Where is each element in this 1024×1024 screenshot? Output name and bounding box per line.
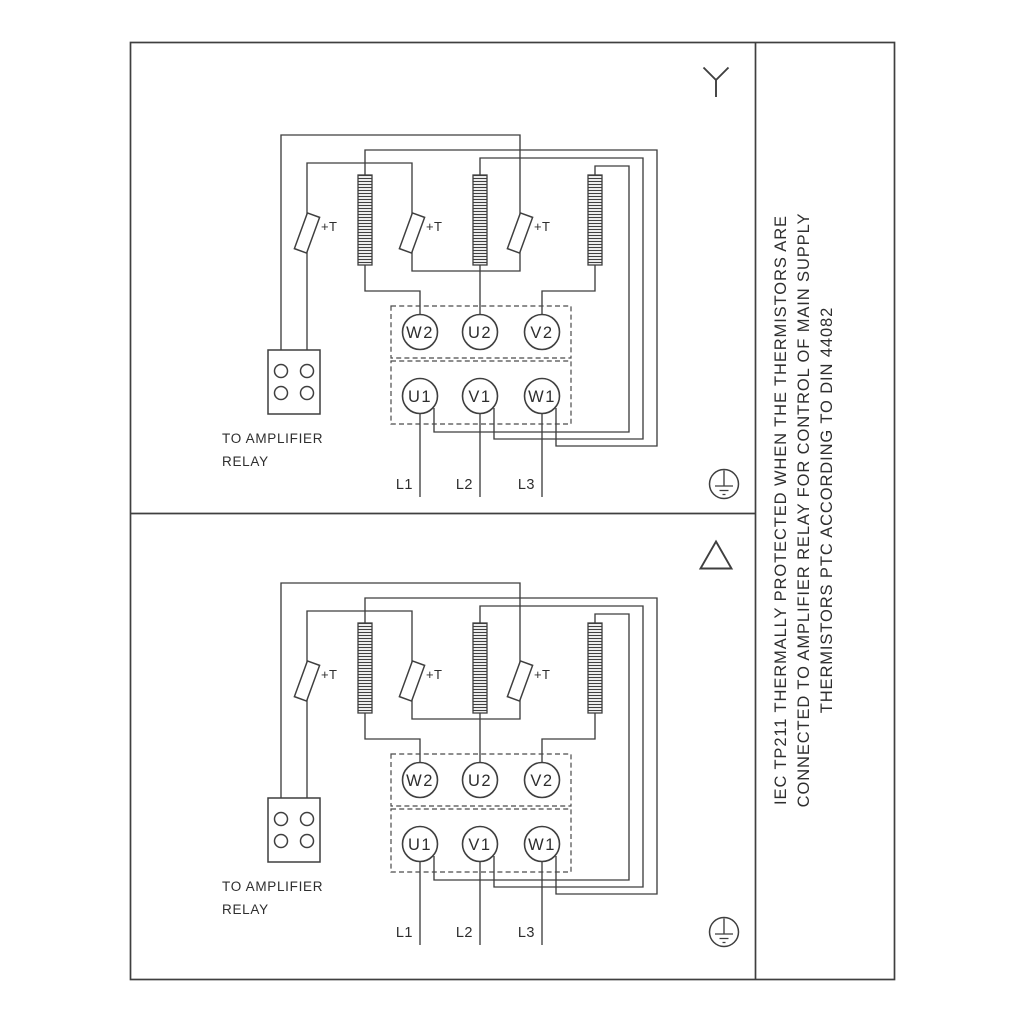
thermistor-label-1: +T	[321, 667, 337, 682]
delta-triangle-icon	[698, 539, 734, 570]
terminal-label-u1: U1	[408, 388, 432, 406]
panel-star: +T +T +T TO AMPLIFIER RELAY W2 U2 V2 U1 …	[222, 66, 740, 500]
terminal-label-w2: W2	[406, 324, 434, 342]
thermistor-label-2: +T	[426, 219, 442, 234]
terminal-label-v2: V2	[530, 772, 553, 790]
side-note-line2: CONNECTED TO AMPLIFIER RELAY FOR CONTROL…	[795, 213, 813, 808]
supply-label-l2: L2	[456, 477, 473, 493]
supply-label-l2: L2	[456, 925, 473, 941]
terminal-label-v1: V1	[468, 836, 491, 854]
terminal-label-w1: W1	[528, 836, 556, 854]
side-note: IEC TP211 THERMALLY PROTECTED WHEN THE T…	[772, 213, 836, 808]
supply-label-l3: L3	[518, 477, 535, 493]
terminal-label-w1: W1	[528, 388, 556, 406]
side-note-line3: THERMISTORS PTC ACCORDING TO DIN 44082	[818, 307, 836, 713]
thermistor-label-3: +T	[534, 219, 550, 234]
terminal-label-v1: V1	[468, 388, 491, 406]
supply-label-l3: L3	[518, 925, 535, 941]
relay-caption-line1: TO AMPLIFIER	[222, 431, 323, 446]
terminal-label-u2: U2	[468, 772, 492, 790]
terminal-label-v2: V2	[530, 324, 553, 342]
thermistor-label-1: +T	[321, 219, 337, 234]
thermistor-label-3: +T	[534, 667, 550, 682]
terminal-label-w2: W2	[406, 772, 434, 790]
relay-caption-line2: RELAY	[222, 902, 269, 917]
relay-caption-line2: RELAY	[222, 454, 269, 469]
supply-label-l1: L1	[396, 477, 413, 493]
diagram-outer-border	[129, 41, 896, 981]
terminal-label-u1: U1	[408, 836, 432, 854]
supply-label-l1: L1	[396, 925, 413, 941]
panel-delta: +T +T +T TO AMPLIFIER RELAY W2 U2 V2 U1 …	[222, 539, 740, 948]
relay-caption-line1: TO AMPLIFIER	[222, 879, 323, 894]
terminal-label-u2: U2	[468, 324, 492, 342]
thermistor-label-2: +T	[426, 667, 442, 682]
side-note-line1: IEC TP211 THERMALLY PROTECTED WHEN THE T…	[772, 215, 790, 805]
star-y-icon	[702, 66, 730, 97]
